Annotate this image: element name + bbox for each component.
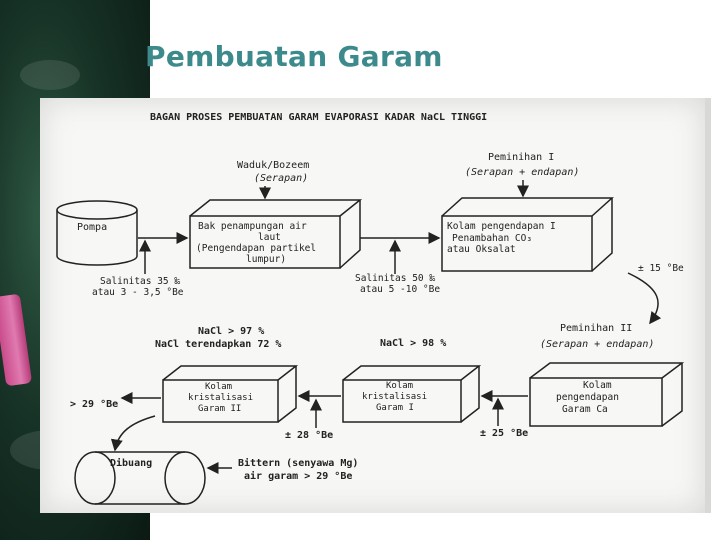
kolam1-label-2: Penambahan CO₃ [452, 233, 532, 244]
peminihan2-sub-label: (Serapan + endapan) [540, 339, 654, 350]
kk2-label-1: Kolam [205, 382, 232, 392]
diagram-scan: BAGAN PROSES PEMBUATAN GARAM EVAPORASI K… [40, 98, 711, 513]
process-diagram: BAGAN PROSES PEMBUATAN GARAM EVAPORASI K… [56, 112, 685, 505]
kk1-label-3: Garam I [376, 403, 414, 413]
bittern-label-1: Bittern (senyawa Mg) [238, 457, 358, 469]
be25-label: ± 25 °Be [480, 428, 528, 439]
salinitas1-label-2: atau 3 - 3,5 °Be [92, 287, 184, 298]
peminihan2-label: Peminihan II [560, 323, 632, 334]
bak-penampungan-box [189, 199, 363, 269]
arrow-kolam1-to-peminihan2 [627, 272, 662, 325]
kolam-kristalisasi-1-box [342, 365, 482, 423]
kk1-label-2: kristalisasi [362, 392, 427, 402]
dibuang-label: Dibuang [110, 457, 152, 469]
waduk-label: Waduk/Bozeem [237, 160, 309, 171]
arrow-to-dibuang [110, 415, 156, 452]
diagram-heading: BAGAN PROSES PEMBUATAN GARAM EVAPORASI K… [150, 112, 487, 123]
pompa-label: Pompa [77, 222, 107, 233]
salinitas2-label-1: Salinitas 50 ‰ [355, 273, 435, 284]
dibuang-tank [74, 451, 206, 505]
waduk-sub-label: (Serapan) [254, 173, 308, 184]
kk2-label-3: Garam II [198, 404, 241, 414]
bak-label-1: Bak penampungan air [198, 221, 307, 232]
be29-label: > 29 °Be [70, 399, 118, 410]
bittern-label-2: air garam > 29 °Be [244, 470, 352, 482]
kpca-label-1: Kolam [583, 380, 612, 391]
be15-label: ± 15 °Be [638, 263, 684, 274]
bak-label-3: (Pengendapan partikel [196, 243, 316, 254]
nacl72-label: NaCl terendapkan 72 % [155, 339, 281, 350]
pompa-cylinder [56, 200, 138, 266]
bak-label-2: laut [258, 232, 281, 243]
kolam-pengendapan-1-box [441, 197, 614, 272]
kolam1-label-3: atau Oksalat [447, 244, 516, 255]
nacl97-label: NaCl > 97 % [198, 326, 264, 337]
be28-label: ± 28 °Be [285, 430, 333, 441]
kolam1-label-1: Kolam pengendapan I [447, 221, 556, 232]
slide-title: Pembuatan Garam [145, 40, 443, 73]
chalk-stick [0, 293, 33, 387]
kpca-label-3: Garam Ca [562, 404, 608, 415]
salinitas2-label-2: atau 5 -10 °Be [360, 284, 440, 295]
kolam-kristalisasi-2-box [162, 365, 299, 423]
peminihan1-label: Peminihan I [488, 152, 554, 163]
kolam-pengendapan-ca-box [529, 362, 685, 427]
kpca-label-2: pengendapan [556, 392, 619, 403]
salinitas1-label-1: Salinitas 35 ‰ [100, 276, 180, 287]
peminihan1-sub-label: (Serapan + endapan) [465, 167, 579, 178]
nacl98-label: NaCl > 98 % [380, 338, 446, 349]
bak-label-4: lumpur) [246, 254, 286, 265]
kk2-label-2: kristalisasi [188, 393, 253, 403]
kk1-label-1: Kolam [386, 381, 413, 391]
